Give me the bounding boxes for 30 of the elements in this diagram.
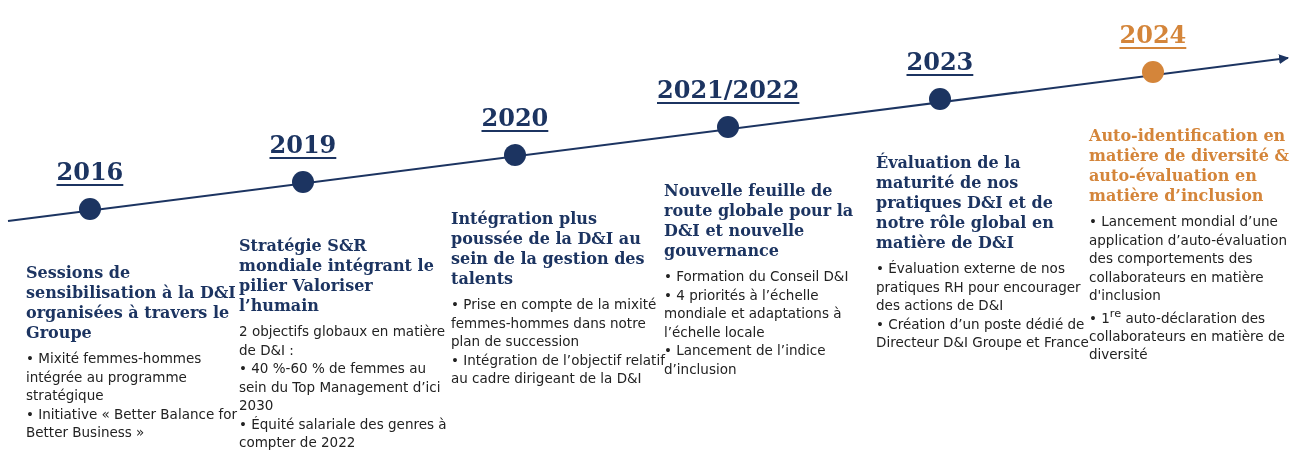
milestone-heading: Stratégie S&R mondiale intégrant le pilier Valoriser l’humain — [239, 236, 435, 316]
milestone-text: • Prise en compte de la mixité femmes-hommes dans notre plan de succession — [451, 295, 658, 351]
milestone-text: • Intégration de l’objectif relatif au cadre dirigeant de la D&I — [451, 350, 665, 388]
timeline-dot — [928, 87, 952, 111]
year-label: 2023 — [906, 47, 974, 77]
timeline-dot — [716, 115, 740, 139]
milestone-heading: Évaluation de la maturité de nos pratiques D&I et de notre rôle global en matière de D&I — [876, 153, 1055, 253]
milestone-heading: Sessions de sensibilisation à la D&I organisées à travers le Groupe — [26, 263, 237, 343]
milestone-text: 2 objectifs globaux en matière de D&I : — [239, 322, 447, 359]
timeline-dot — [1141, 60, 1165, 84]
timeline-dot — [503, 143, 527, 167]
milestone-text: • 4 priorités à l’échelle mondiale et adaptations à l’échelle locale — [664, 285, 843, 341]
milestone-text: • Création d’un poste dédié de Directeur D&I Groupe et France — [876, 314, 1090, 350]
milestone-text: • 1$^{re}$ auto-déclaration des collaborateurs en matière de diversité — [1089, 305, 1286, 364]
milestone-heading: Auto-identification en matière de diversité & auto-évaluation en matière d’inclusion — [1089, 126, 1290, 206]
year-label: 2016 — [56, 157, 124, 187]
milestone-text: • Évaluation externe de nos pratiques RH pour encourager des actions de D&I — [876, 259, 1082, 315]
year-label: 2020 — [481, 103, 549, 133]
year-label: 2024 — [1119, 20, 1187, 50]
milestone-heading: Intégration plus poussée de la D&I au sein de la gestion des talents — [451, 209, 646, 289]
timeline-dot — [78, 197, 102, 221]
year-label: 2021/2022 — [657, 75, 800, 105]
milestone-text: • Équité salariale des genres à compter de 2022 — [239, 414, 448, 452]
milestone-heading: Nouvelle feuille de route globale pour la D&I et nouvelle gouvernance — [664, 181, 855, 261]
milestone-text: • Initiative « Better Balance for Better Business » — [26, 404, 239, 442]
milestone-text: • 40 %-60 % de femmes au sein du Top Management d’ici 2030 — [239, 359, 442, 415]
milestone-text: • Mixité femmes-hommes intégrée au programme stratégique — [26, 349, 203, 405]
milestone-text: • Formation du Conseil D&I — [664, 267, 850, 286]
timeline-dot — [291, 170, 315, 194]
year-label: 2019 — [269, 130, 337, 160]
